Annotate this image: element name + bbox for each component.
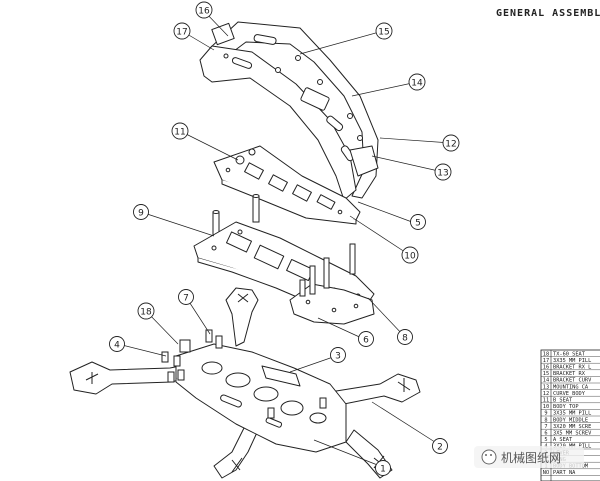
svg-text:7: 7 [183,294,189,304]
svg-text:9: 9 [138,209,144,219]
callout-8: 8 [397,329,413,345]
bom-row-part: BRACKET RX [553,371,586,377]
callout-11: 11 [171,122,189,140]
wechat-icon [481,449,497,465]
bom-row-number: 6 [544,431,547,437]
bom-row-number: 13 [543,384,549,390]
svg-text:15: 15 [378,28,389,38]
bom-row-part: BODY MIDDLE [553,417,588,423]
callout-17: 17 [173,22,191,40]
bom-row-number: 7 [544,424,547,430]
standoffs-bottom [161,329,327,419]
callout-7: 7 [178,289,194,305]
svg-text:11: 11 [174,128,185,138]
callout-12: 12 [442,134,460,152]
bom-row-part: 3X5 MM SCREV [553,431,592,437]
wechat-icon-eye-right [490,454,492,456]
svg-text:8: 8 [402,334,408,344]
bom-row-part: B SEAT [553,398,573,404]
bom-row-part: CURVE BODY [553,391,586,397]
bom-row-part: BODY TOP [553,404,579,410]
svg-text:13: 13 [437,169,448,179]
svg-text:5: 5 [415,219,421,229]
callout-9: 9 [133,204,149,220]
callout-13: 13 [434,163,452,181]
bom-row-part: 3X35 MM PILL [553,358,591,364]
callout-6: 6 [358,331,374,347]
svg-text:16: 16 [198,7,210,17]
callout-4: 4 [109,336,125,352]
bom-row-part: 3X35 MM PILL [553,411,591,417]
svg-text:2: 2 [437,443,443,453]
callout-5: 5 [410,214,426,230]
wechat-icon-eye-left [485,454,487,456]
watermark-text: 机械图纸网 [501,450,561,465]
body-top-plate [213,145,361,225]
bom-row-part: 3X20 MM SCRE [553,424,591,430]
bom-row-part: PART NA [553,470,576,476]
svg-text:6: 6 [363,336,369,346]
svg-text:14: 14 [411,79,423,89]
watermark: 机械图纸网 [474,446,584,468]
bom-row-part: A SEAT [553,437,573,443]
svg-text:1: 1 [380,465,386,475]
callout-15: 15 [375,22,393,40]
bom-row-number: 15 [543,371,549,377]
bom-row-part: TX-60 SEAT [553,351,586,357]
callout-10: 10 [401,246,419,264]
pillars-mid [299,243,356,297]
bom-row-number: 9 [544,411,547,417]
pillars-9 [212,194,260,243]
bom-row-part: BRACKET CURV [553,378,592,384]
bom-row-number: 16 [543,365,549,371]
bom-row-number: 8 [544,417,547,423]
bom-row-number: NO [543,470,549,476]
callout-2: 2 [432,438,448,454]
bom-row-number: 18 [543,351,549,357]
svg-text:4: 4 [114,341,120,351]
bom-row-number: 12 [543,391,549,397]
callout-14: 14 [408,73,426,91]
bom-row-part: BRACKET RX L [553,365,591,371]
curve-body-assembly [199,21,379,201]
callout-3: 3 [330,347,346,363]
svg-text:17: 17 [176,28,187,38]
svg-text:3: 3 [335,352,341,362]
bom-row-number: 11 [543,398,549,404]
callout-16: 16 [195,1,213,19]
bom-row-number: 5 [544,437,547,443]
callout-1: 1 [375,460,391,476]
svg-text:18: 18 [140,308,152,318]
svg-text:12: 12 [445,140,456,150]
callouts: 1 2 3 4 5 6 7 8 9 10 11 12 13 14 15 16 1… [109,1,460,476]
bom-row-number: 14 [543,378,549,384]
drawing-title: GENERAL ASSEMBL [496,8,600,19]
callout-18: 18 [137,302,155,320]
svg-text:10: 10 [404,252,416,262]
bom-row-number: 17 [543,358,549,364]
bottom-frame [69,287,421,479]
bom-row-number: 10 [543,404,549,410]
bom-row-part: MOUNTING CA [553,384,589,390]
